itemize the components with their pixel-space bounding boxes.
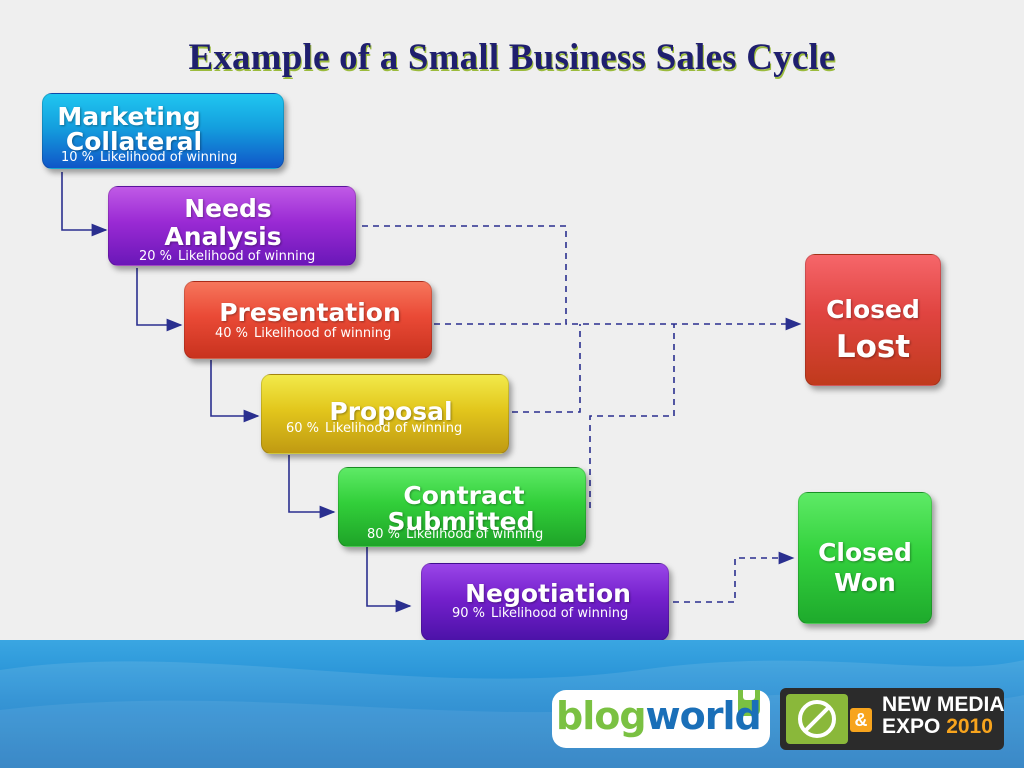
stage-negotiation[interactable]: Negotiation 90 % Likelihood of winning (421, 563, 669, 641)
stage-label: Collateral (65, 127, 203, 156)
stage-label: Marketing (57, 102, 201, 131)
dashed-contract-to-lost (589, 324, 675, 508)
outcome-closed-lost[interactable]: Closed Lost (805, 254, 941, 386)
dashed-proposal-to-lost (512, 324, 581, 413)
outcome-label: Won (834, 568, 896, 597)
likelihood-text: 60 % Likelihood of winning (286, 421, 462, 436)
likelihood-text: 10 % Likelihood of winning (61, 150, 237, 165)
connector-1-2 (61, 172, 108, 237)
dashed-negotiation-to-won (673, 551, 795, 603)
connector-4-5 (288, 455, 336, 519)
stage-label: Analysis (164, 222, 282, 251)
new-media-expo-logo: & (780, 688, 1004, 750)
likelihood-caption: Likelihood of winning (491, 606, 629, 621)
stage-label: Presentation (219, 298, 401, 327)
likelihood-caption: Likelihood of winning (178, 249, 316, 264)
stage-proposal[interactable]: Proposal 60 % Likelihood of winning (261, 374, 509, 454)
stage-label: Proposal (329, 397, 453, 426)
likelihood-caption: Likelihood of winning (100, 150, 238, 165)
blogworld-logo-badge (552, 690, 770, 748)
outcome-label: Closed (826, 295, 920, 324)
expo-line1: NEW MEDIA (882, 693, 1005, 716)
likelihood-caption: Likelihood of winning (406, 527, 544, 542)
stage-needs-analysis[interactable]: Needs Analysis 20 % Likelihood of winning (108, 186, 356, 266)
stage-label: Contract (403, 481, 525, 510)
stage-label: Needs (184, 194, 272, 223)
stage-presentation[interactable]: Presentation 40 % Likelihood of winning (184, 281, 432, 359)
page-title: Example of a Small Business Sales Cycle (188, 37, 836, 78)
likelihood-caption: Likelihood of winning (325, 421, 463, 436)
likelihood-percent: 10 % (61, 150, 95, 165)
likelihood-text: 20 % Likelihood of winning (139, 249, 315, 264)
blogworld-logo-text: blogworld (556, 694, 762, 738)
expo-year: 2010 (946, 715, 993, 738)
outcome-closed-won[interactable]: Closed Won (798, 492, 932, 624)
logo-blog: blog (556, 694, 647, 738)
likelihood-percent: 40 % (215, 326, 249, 341)
expo-line2: EXPO (882, 715, 941, 738)
likelihood-percent: 80 % (367, 527, 401, 542)
likelihood-percent: 90 % (452, 606, 486, 621)
connector-2-3 (136, 268, 183, 332)
likelihood-percent: 60 % (286, 421, 320, 436)
stage-marketing-collateral[interactable]: Marketing Collateral 10 % Likelihood of w… (42, 93, 284, 169)
likelihood-text: 90 % Likelihood of winning (452, 606, 628, 621)
expo-text: NEW MEDIA EXPO 2010 (882, 694, 1005, 738)
stage-label: Submitted (387, 507, 535, 536)
logo-world: world (645, 694, 762, 738)
connector-5-6 (366, 547, 412, 613)
stage-contract-submitted[interactable]: Contract Submitted 80 % Likelihood of win… (338, 467, 586, 547)
expo-line2-wrapper: EXPO 2010 (882, 716, 1005, 738)
dashed-needs-to-lost (362, 225, 802, 331)
stage-label: Negotiation (465, 579, 631, 608)
likelihood-caption: Likelihood of winning (254, 326, 392, 341)
outcome-label: Lost (835, 329, 911, 365)
likelihood-text: 80 % Likelihood of winning (367, 527, 543, 542)
connector-3-4 (210, 360, 260, 423)
likelihood-text: 40 % Likelihood of winning (215, 326, 391, 341)
svg-text:&: & (855, 710, 868, 730)
likelihood-percent: 20 % (139, 249, 173, 264)
outcome-label: Closed (818, 538, 912, 567)
